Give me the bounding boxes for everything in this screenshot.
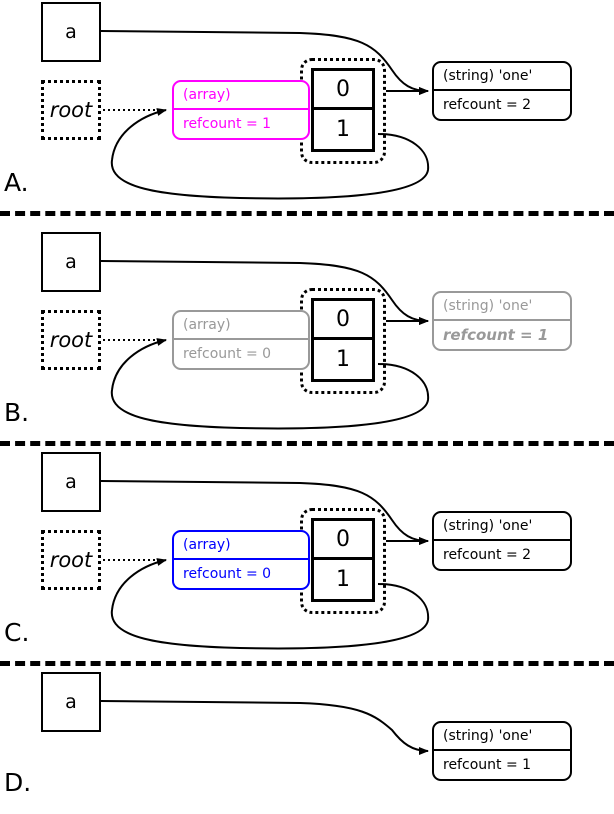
array-zval-box: (array) refcount = 1 bbox=[172, 80, 310, 140]
separator-c-d bbox=[0, 661, 614, 666]
string-refcount-label: refcount = 2 bbox=[443, 97, 532, 113]
string-zval-box: (string) 'one' refcount = 2 bbox=[432, 511, 572, 571]
hashtable-cells: 0 1 bbox=[311, 518, 375, 602]
hashtable-key-0: 0 bbox=[314, 71, 372, 110]
variable-box-a: a bbox=[41, 2, 101, 62]
root-box: root bbox=[41, 310, 101, 370]
root-label: root bbox=[49, 328, 93, 352]
hashtable-key-1: 1 bbox=[336, 567, 350, 592]
string-type-label: (string) 'one' bbox=[434, 723, 570, 751]
hashtable-key-1: 1 bbox=[336, 117, 350, 142]
variable-name: a bbox=[65, 21, 77, 43]
variable-box-a: a bbox=[41, 452, 101, 512]
root-label: root bbox=[49, 548, 93, 572]
string-zval-box: (string) 'one' refcount = 2 bbox=[432, 61, 572, 121]
variable-box-a: a bbox=[41, 672, 101, 732]
array-zval-box: (array) refcount = 0 bbox=[172, 530, 310, 590]
panel-b: a root 0 1 (array) refcount = 0 (string)… bbox=[0, 230, 614, 441]
variable-name: a bbox=[65, 471, 77, 493]
string-refcount-label: refcount = 1 bbox=[443, 757, 532, 773]
string-type-label: (string) 'one' bbox=[434, 63, 570, 91]
hashtable-cells: 0 1 bbox=[311, 298, 375, 382]
hashtable-key-1: 1 bbox=[336, 347, 350, 372]
variable-box-a: a bbox=[41, 232, 101, 292]
panel-label-d: D. bbox=[4, 768, 32, 797]
array-refcount-label: refcount = 1 bbox=[183, 116, 272, 132]
string-refcount-label: refcount = 1 bbox=[443, 326, 549, 344]
array-type-label: (array) bbox=[174, 82, 308, 110]
hashtable-key-0: 0 bbox=[314, 301, 372, 340]
separator-a-b bbox=[0, 211, 614, 216]
array-type-label: (array) bbox=[174, 312, 308, 340]
array-refcount-label: refcount = 0 bbox=[183, 566, 272, 582]
string-zval-box: (string) 'one' refcount = 1 bbox=[432, 721, 572, 781]
array-refcount-label: refcount = 0 bbox=[183, 346, 272, 362]
variable-name: a bbox=[65, 251, 77, 273]
panel-a: a root 0 1 (array) refcount = 1 (string)… bbox=[0, 0, 614, 211]
string-type-label: (string) 'one' bbox=[434, 513, 570, 541]
string-refcount-label: refcount = 2 bbox=[443, 547, 532, 563]
panel-label-c: C. bbox=[4, 618, 30, 647]
root-label: root bbox=[49, 98, 93, 122]
variable-name: a bbox=[65, 691, 77, 713]
string-zval-box: (string) 'one' refcount = 1 bbox=[432, 291, 572, 351]
edge-a-to-string bbox=[100, 700, 429, 755]
root-box: root bbox=[41, 530, 101, 590]
separator-b-c bbox=[0, 441, 614, 446]
panel-c: a root 0 1 (array) refcount = 0 (string)… bbox=[0, 450, 614, 661]
panel-d: a (string) 'one' refcount = 1 D. bbox=[0, 670, 614, 814]
array-type-label: (array) bbox=[174, 532, 308, 560]
root-box: root bbox=[41, 80, 101, 140]
string-type-label: (string) 'one' bbox=[434, 293, 570, 321]
array-zval-box: (array) refcount = 0 bbox=[172, 310, 310, 370]
hashtable-key-0: 0 bbox=[314, 521, 372, 560]
panel-label-a: A. bbox=[4, 168, 29, 197]
panel-label-b: B. bbox=[4, 398, 30, 427]
hashtable-cells: 0 1 bbox=[311, 68, 375, 152]
